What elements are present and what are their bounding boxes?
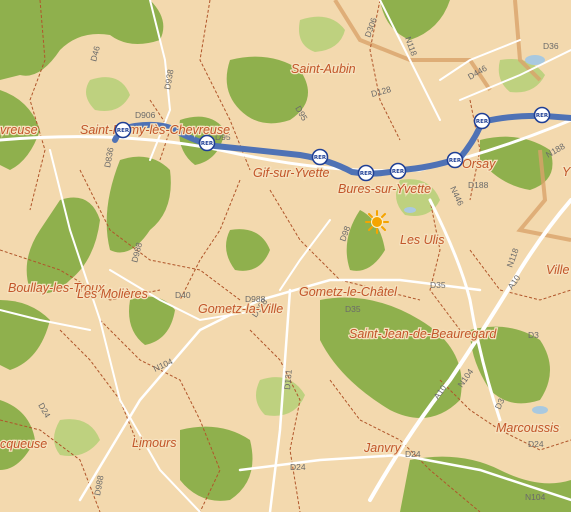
svg-text:RER: RER — [536, 113, 549, 119]
town-label-gometz-la-ville: Gometz-la-Ville — [198, 302, 283, 316]
rer-station-icon[interactable]: RER — [389, 162, 407, 180]
town-label-saint-jean-de-beauregard: Saint-Jean-de-Beauregard — [349, 327, 497, 341]
town-label-y-partial: Y — [562, 165, 571, 179]
road-label: D36 — [543, 41, 559, 51]
svg-text:RER: RER — [392, 169, 405, 175]
town-label-les-molieres: Les Molières — [77, 287, 148, 301]
road-label: D95 — [215, 132, 231, 142]
town-label-bures-sur-yvette: Bures-sur-Yvette — [338, 182, 431, 196]
rer-station-icon[interactable]: RER — [446, 151, 464, 169]
town-label-les-ulis: Les Ulis — [400, 233, 444, 247]
rer-stations: RER RER RER RER RER RER RER RER — [114, 106, 551, 182]
town-label-ville: Ville — [546, 263, 569, 277]
rer-station-icon[interactable]: RER — [311, 148, 329, 166]
rer-station-icon[interactable]: RER — [198, 134, 216, 152]
town-label-boullay-les-troux: Boullay-les-Troux — [8, 281, 105, 295]
town-label-saint-aubin: Saint-Aubin — [291, 62, 356, 76]
road-label: D131 — [282, 369, 294, 390]
town-label-gometz-le-chatel: Gometz-le-Châtel — [299, 285, 398, 299]
rer-station-icon[interactable]: RER — [357, 164, 375, 182]
svg-text:RER: RER — [476, 119, 489, 125]
town-label-gif-sur-yvette: Gif-sur-Yvette — [253, 166, 329, 180]
road-label: D938 — [162, 68, 175, 90]
town-label-cqueuse: cqueuse — [0, 437, 47, 451]
road-label: D188 — [468, 180, 489, 190]
svg-text:RER: RER — [360, 171, 373, 177]
road-label: D988 — [245, 294, 266, 304]
road-label: D24 — [528, 439, 544, 449]
town-label-limours: Limours — [132, 436, 176, 450]
water — [404, 55, 548, 414]
svg-text:RER: RER — [117, 128, 130, 134]
road-label: D46 — [88, 45, 102, 63]
road-label: D3 — [528, 330, 539, 340]
svg-text:RER: RER — [449, 158, 462, 164]
rer-station-icon[interactable]: RER — [533, 106, 551, 124]
road-label: D988 — [92, 474, 105, 496]
road-label: N104 — [525, 492, 546, 502]
road-label: D3 — [493, 397, 507, 411]
svg-text:RER: RER — [314, 155, 327, 161]
road-label: D906 — [135, 110, 156, 120]
rer-station-icon[interactable]: RER — [473, 112, 491, 130]
rer-station-icon[interactable]: RER — [114, 121, 132, 139]
sun-icon[interactable] — [365, 210, 389, 234]
town-label-janvry: Janvry — [363, 441, 402, 455]
svg-text:RER: RER — [201, 141, 214, 147]
road-label: D40 — [175, 290, 191, 300]
road-label: D24 — [405, 449, 421, 459]
town-label-marcoussis: Marcoussis — [496, 421, 559, 435]
light-forest-areas — [54, 16, 545, 456]
road-label: D836 — [102, 146, 115, 168]
town-label-chevreuse: vreuse — [0, 123, 38, 137]
road-label: D35 — [430, 280, 446, 290]
road-label: D35 — [345, 304, 361, 314]
town-label-orsay: Orsay — [462, 157, 496, 171]
road-label: D24 — [290, 462, 306, 472]
